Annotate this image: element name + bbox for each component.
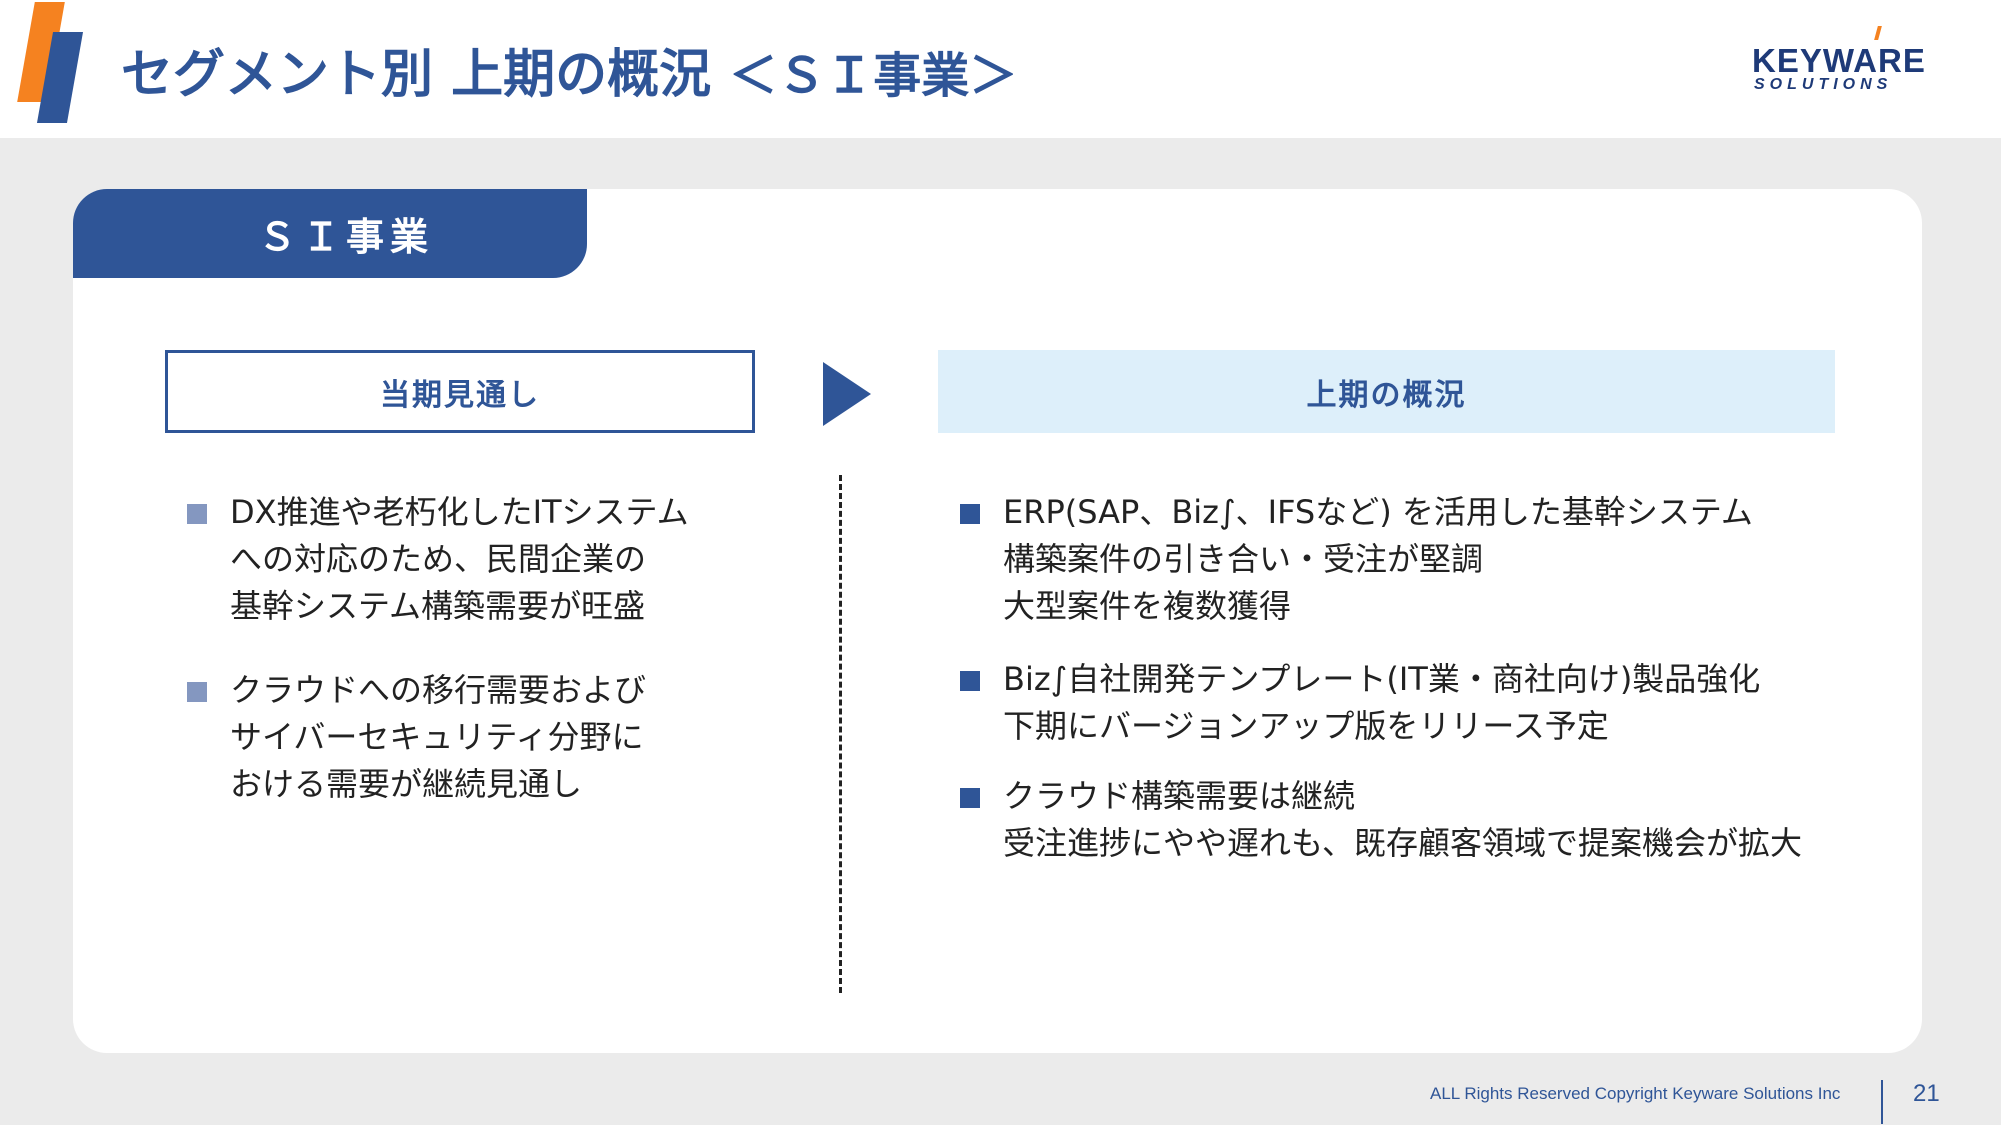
bullet-line: ERP(SAP、Biz∫、IFSなど) を活用した基幹システム [1003, 493, 1753, 531]
bullet-square-icon [960, 788, 980, 808]
bullet-line: 構築案件の引き合い・受注が堅調 [1003, 540, 1484, 578]
bullet-square-icon [960, 504, 980, 524]
company-logo: KEYWARE SOLUTIONS [1752, 26, 1962, 96]
bullet-line: おける需要が継続見通し [230, 765, 583, 803]
bullet-line: クラウド構築需要は継続 [1003, 777, 1356, 815]
page-title: セグメント別 上期の概況 ＜ＳＩ事業＞ [121, 32, 1017, 107]
title-subtitle: ＜ＳＩ事業＞ [729, 48, 1018, 104]
bullet-line: 下期にバージョンアップ版をリリース予定 [1003, 707, 1609, 745]
header: セグメント別 上期の概況 ＜ＳＩ事業＞ KEYWARE SOLUTIONS [0, 0, 2001, 138]
bullet-line: クラウドへの移行需要および [230, 671, 647, 709]
bullet-line: 基幹システム構築需要が旺盛 [230, 587, 646, 625]
bullet-square-icon [187, 504, 207, 524]
footer-separator [1881, 1080, 1883, 1124]
bullet-line: サイバーセキュリティ分野に [230, 718, 644, 756]
left-bullet: DX推進や老朽化したITシステム への対応のため、民間企業の 基幹システム構築需… [187, 489, 689, 630]
bullet-square-icon [960, 671, 980, 691]
page-number: 21 [1913, 1080, 1940, 1107]
bullet-line: 受注進捗にやや遅れも、既存顧客領域で提案機会が拡大 [1003, 824, 1803, 862]
bullet-line: DX推進や老朽化したITシステム [230, 493, 689, 531]
bullet-line: 大型案件を複数獲得 [1003, 587, 1292, 625]
bullet-line: への対応のため、民間企業の [230, 540, 647, 578]
bullet-square-icon [187, 682, 207, 702]
content-card [73, 189, 1922, 1053]
arrow-right-icon [823, 362, 871, 426]
bullet-line: Biz∫自社開発テンプレート(IT業・商社向け)製品強化 [1003, 660, 1761, 698]
right-bullet: クラウド構築需要は継続 受注進捗にやや遅れも、既存顧客領域で提案機会が拡大 [960, 773, 1803, 867]
section-tab: ＳＩ事業 [73, 189, 587, 278]
logo-tick-icon [1874, 26, 1882, 40]
title-text: セグメント別 上期の概況 [121, 45, 712, 105]
copyright: ALL Rights Reserved Copyright Keyware So… [1430, 1084, 1841, 1103]
logo-main: KEYWARE [1752, 42, 1926, 79]
right-heading: 上期の概況 [938, 350, 1835, 433]
logo-sub: SOLUTIONS [1754, 76, 1893, 93]
left-heading: 当期見通し [165, 350, 755, 433]
dashed-divider [839, 475, 842, 993]
right-bullet: ERP(SAP、Biz∫、IFSなど) を活用した基幹システム 構築案件の引き合… [960, 489, 1753, 630]
right-bullet: Biz∫自社開発テンプレート(IT業・商社向け)製品強化 下期にバージョンアップ… [960, 656, 1761, 750]
left-bullet: クラウドへの移行需要および サイバーセキュリティ分野に おける需要が継続見通し [187, 667, 647, 808]
